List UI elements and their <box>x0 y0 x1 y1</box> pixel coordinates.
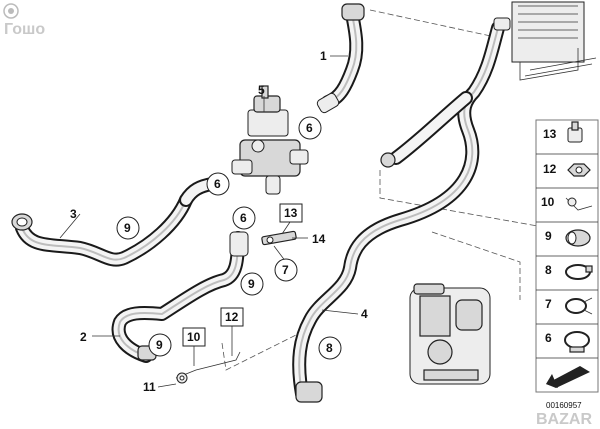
legend-panel: 13 12 10 9 <box>535 119 599 393</box>
valve-block <box>231 85 309 195</box>
legend-item-6: 6 <box>545 331 590 353</box>
spring-clamp-icon <box>565 297 593 315</box>
hose-1 <box>321 3 365 109</box>
callout-9-b: 9 <box>240 272 264 296</box>
legend-item-8: 8 <box>545 263 593 280</box>
callout-5: 5 <box>258 83 265 97</box>
hose-4-bottom-connector <box>295 381 323 403</box>
callout-6-a: 6 <box>298 116 322 140</box>
svg-text:12: 12 <box>543 162 557 176</box>
callout-9-a: 9 <box>116 216 140 240</box>
legend-item-7: 7 <box>545 297 593 315</box>
callout-11: 11 <box>143 380 156 394</box>
svg-text:7: 7 <box>545 297 552 311</box>
svg-text:13: 13 <box>284 206 298 220</box>
svg-text:9: 9 <box>248 277 255 291</box>
svg-text:10: 10 <box>541 195 555 209</box>
callout-9-c: 9 <box>148 333 172 357</box>
svg-text:8: 8 <box>326 341 333 355</box>
callout-13: 13 <box>279 203 303 223</box>
callout-10: 10 <box>182 327 206 347</box>
water-pump <box>409 283 491 385</box>
hose-3 <box>15 177 219 267</box>
arrow-icon <box>546 366 590 388</box>
hose-4 <box>292 21 505 401</box>
svg-text:6: 6 <box>545 331 552 345</box>
callout-2: 2 <box>80 330 87 344</box>
bracket-14 <box>261 230 297 246</box>
svg-text:7: 7 <box>282 263 289 277</box>
hose-2-stub <box>229 231 249 257</box>
dash-line <box>369 9 501 39</box>
sleeve-icon <box>565 229 591 247</box>
hose-4-branch <box>380 91 473 168</box>
callout-3: 3 <box>70 207 77 221</box>
callout-12: 12 <box>220 307 244 327</box>
hose-3-connector <box>11 213 33 231</box>
cap-icon <box>567 121 583 143</box>
svg-text:6: 6 <box>214 177 221 191</box>
band-clamp-icon <box>564 331 590 353</box>
callout-7: 7 <box>274 258 298 282</box>
nut-icon <box>567 163 591 177</box>
legend-item-12: 12 <box>543 162 591 177</box>
callout-8: 8 <box>318 336 342 360</box>
callout-4: 4 <box>361 307 368 321</box>
hose-4-top-fitting <box>493 17 511 31</box>
heater-core <box>511 1 597 81</box>
callout-6-b: 6 <box>206 172 230 196</box>
dash-line <box>379 170 561 231</box>
svg-text:6: 6 <box>240 211 247 225</box>
dash-line <box>431 231 521 300</box>
svg-text:12: 12 <box>225 310 239 324</box>
svg-text:9: 9 <box>545 229 552 243</box>
svg-text:9: 9 <box>124 221 131 235</box>
hose-1-connector <box>341 3 365 21</box>
bracket-11 <box>175 351 241 384</box>
clip-icon <box>565 197 593 211</box>
legend-item-9: 9 <box>545 229 591 247</box>
callout-14: 14 <box>312 232 326 246</box>
svg-text:9: 9 <box>156 338 163 352</box>
watermark-bottom: BAZAR <box>536 411 592 428</box>
legend-item-13: 13 <box>543 121 583 143</box>
hose-1-stub <box>316 92 340 114</box>
camera-icon <box>3 3 19 19</box>
hose-4-branch-end <box>380 152 396 168</box>
callout-6-c: 6 <box>232 206 256 230</box>
svg-text:8: 8 <box>545 263 552 277</box>
hose-2 <box>111 231 245 363</box>
hose-clamp-icon <box>565 264 593 280</box>
svg-text:6: 6 <box>306 121 313 135</box>
watermark-top: Гошо <box>4 21 45 38</box>
reference-number: 00160957 <box>546 401 582 410</box>
svg-text:10: 10 <box>187 330 201 344</box>
dash-line <box>221 329 307 371</box>
callout-1: 1 <box>320 49 327 63</box>
svg-text:13: 13 <box>543 127 557 141</box>
legend-item-10: 10 <box>541 195 593 211</box>
